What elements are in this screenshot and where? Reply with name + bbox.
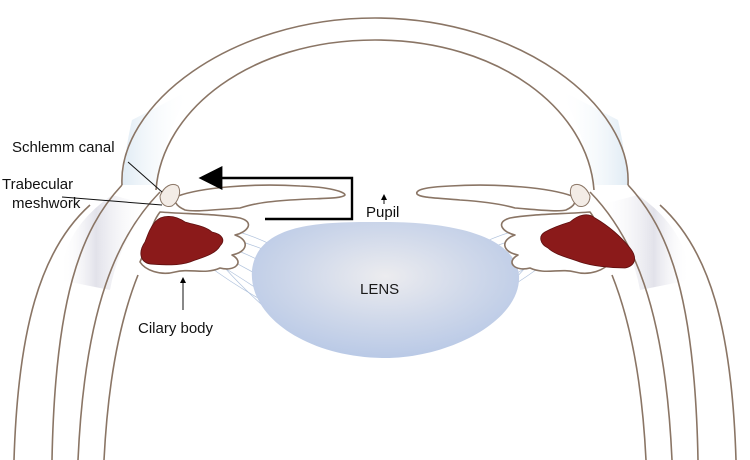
cornea-tint-left [122,90,190,185]
trabecular-meshwork-right [569,183,591,207]
ciliary-muscle-left [140,215,224,266]
trabecular-meshwork-left [159,183,181,207]
iris-left [174,184,346,212]
outer-sclera-right [627,184,699,460]
ciliary-body-label: Cilary body [138,320,214,337]
outer-sclera-far-left [13,204,91,460]
outer-cornea-outline [121,17,629,186]
cornea-tint-right [560,90,628,185]
inner-sclera-left [77,191,161,460]
sclera-tint-right [600,195,690,290]
outer-sclera-far-right [659,204,737,460]
choroid-left [103,274,139,460]
trabecular-label-line2: meshwork [12,195,81,212]
schlemm-canal-leader [127,161,163,193]
inner-cornea-outline [155,39,595,191]
lens [251,221,520,358]
outer-sclera-left [51,184,123,460]
choroid-right [611,274,647,460]
trabecular-meshwork-leader [61,196,163,206]
ciliary-muscle-right [540,214,635,269]
inner-sclera-right [589,191,673,460]
aqueous-flow-arrow [198,166,354,221]
trabecular-label-line1: Trabecular [2,176,73,193]
pupil-label: Pupil [366,204,399,221]
lens-label: LENS [360,281,399,298]
sclera-tint-left [60,195,150,290]
iris-right [416,184,576,212]
schlemm-canal-label: Schlemm canal [12,139,115,156]
